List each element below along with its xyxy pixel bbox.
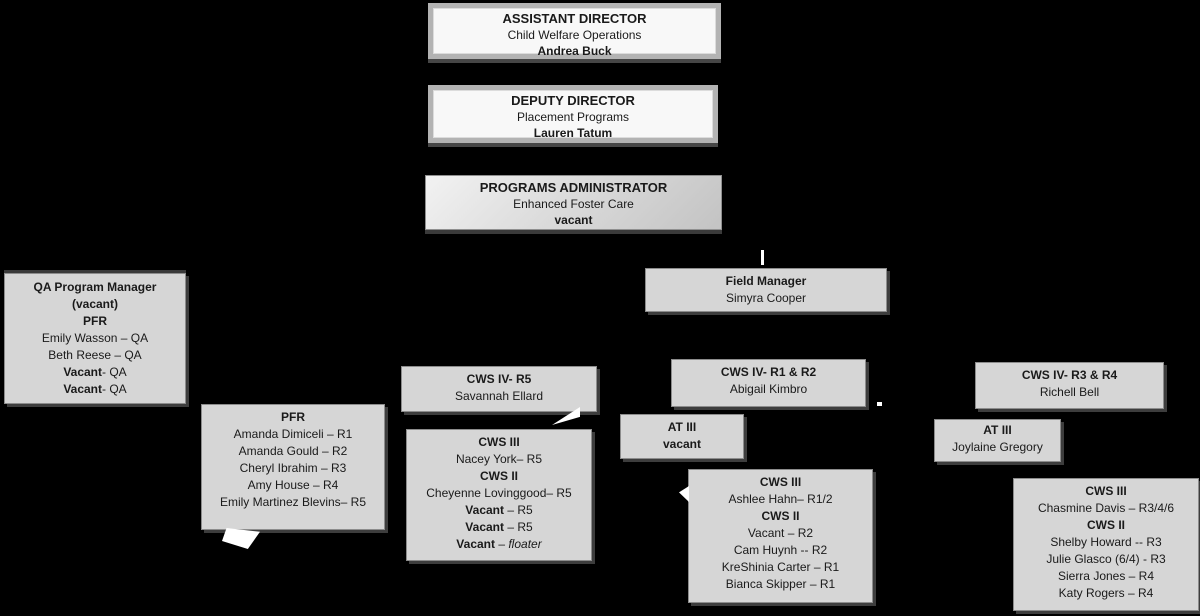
org-box-line: PROGRAMS ADMINISTRATOR [479, 180, 668, 195]
org-box-line: Nacey York– R5 [455, 452, 543, 466]
org-box-line: Enhanced Foster Care [513, 197, 634, 211]
org-box-line: Cam Huynh -- R2 [733, 543, 828, 557]
org-box-line: CWS II [761, 509, 800, 523]
connector-quad-artifact [222, 528, 260, 549]
org-box-line: Amanda Gould – R2 [238, 444, 348, 458]
connector-tick-artifact [761, 250, 764, 265]
org-box-at-iii-gregory: AT III Joylaine Gregory [934, 419, 1061, 462]
org-box-line: Vacant- QA [63, 382, 127, 396]
org-box-cws-iv-r1-r2: CWS IV- R1 & R2 Abigail Kimbro [671, 359, 866, 407]
org-box-line: PFR [83, 314, 107, 328]
org-box-line: Emily Wasson – QA [41, 331, 149, 345]
org-box-line: Cheryl Ibrahim – R3 [239, 461, 347, 475]
org-box-line: Emily Martinez Blevins– R5 [219, 495, 367, 509]
org-box-line: CWS III [478, 435, 520, 449]
org-box-line: (vacant) [71, 297, 118, 311]
org-box-line: Beth Reese – QA [48, 348, 142, 362]
org-box-line: CWS II [1087, 518, 1125, 532]
org-box-line: Simyra Cooper [725, 291, 807, 305]
org-box-line: Richell Bell [1039, 385, 1100, 399]
org-box-line: Vacant – R5 [465, 503, 533, 517]
org-box-line: Vacant – R2 [747, 526, 814, 540]
org-box-line: Placement Programs [516, 110, 630, 124]
org-box-line: PFR [281, 410, 305, 424]
org-box-at-iii-vacant: AT III vacant [620, 414, 744, 459]
org-box-line: Andrea Buck [537, 44, 612, 58]
org-box-line: Abigail Kimbro [729, 382, 808, 396]
org-box-assistant-director: ASSISTANT DIRECTOR Child Welfare Operatio… [428, 3, 721, 59]
org-box-line: QA Program Manager [33, 280, 157, 294]
org-box-line: CWS IV- R1 & R2 [720, 365, 817, 379]
org-box-line: KreShinia Carter – R1 [721, 560, 840, 574]
org-box-line: Vacant – R5 [465, 520, 533, 534]
org-box-line: Vacant – floater [456, 537, 542, 551]
org-box-line: Lauren Tatum [533, 126, 613, 140]
org-box-line: CWS III [759, 475, 802, 489]
org-box-line: CWS III [1085, 484, 1127, 498]
org-box-line: Julie Glasco (6/4) - R3 [1046, 552, 1166, 566]
org-box-line: Vacant- QA [63, 365, 127, 379]
org-box-line: Field Manager [725, 274, 807, 288]
org-box-line: DEPUTY DIRECTOR [511, 93, 635, 108]
org-box-cws-iv-r3-r4: CWS IV- R3 & R4 Richell Bell [975, 362, 1164, 409]
org-box-line: Joylaine Gregory [952, 440, 1043, 454]
org-box-cws-iv-r5: CWS IV- R5 Savannah Ellard [401, 366, 597, 412]
org-box-qa-program-manager: QA Program Manager (vacant) PFR Emily Wasso… [4, 273, 186, 404]
connector-arrow-artifact [679, 486, 689, 502]
org-box-line: Chasmine Davis – R3/4/6 [1037, 501, 1175, 515]
org-box-programs-administrator: PROGRAMS ADMINISTRATOR Enhanced Foster Ca… [425, 175, 722, 230]
org-box-line: Savannah Ellard [454, 389, 544, 403]
org-box-line: ASSISTANT DIRECTOR [502, 11, 647, 26]
org-box-line: Cheyenne Lovinggood– R5 [426, 486, 572, 500]
org-box-pfr: PFR Amanda Dimiceli – R1 Amanda Gould – R2… [201, 404, 385, 530]
org-box-line: Amy House – R4 [247, 478, 339, 492]
org-box-cws-iii-r5: CWS III Nacey York– R5 CWS II Cheyenne Lovi… [406, 429, 592, 561]
org-box-line: vacant [554, 213, 593, 227]
org-box-line: AT III [667, 420, 697, 434]
org-box-line: Sierra Jones – R4 [1057, 569, 1155, 583]
org-box-line: Amanda Dimiceli – R1 [233, 427, 353, 441]
org-box-line: Ashlee Hahn– R1/2 [728, 492, 833, 506]
org-box-line: CWS IV- R5 [466, 372, 532, 386]
org-box-line: CWS IV- R3 & R4 [1021, 368, 1118, 382]
org-box-line: Shelby Howard -- R3 [1050, 535, 1162, 549]
org-box-line: Bianca Skipper – R1 [725, 577, 836, 591]
org-box-line: Child Welfare Operations [507, 28, 642, 42]
org-box-line: vacant [662, 437, 702, 451]
org-box-line: AT III [983, 423, 1012, 437]
connector-dot-artifact [877, 402, 882, 406]
org-box-line: Katy Rogers – R4 [1058, 586, 1154, 600]
org-box-line: CWS II [480, 469, 518, 483]
